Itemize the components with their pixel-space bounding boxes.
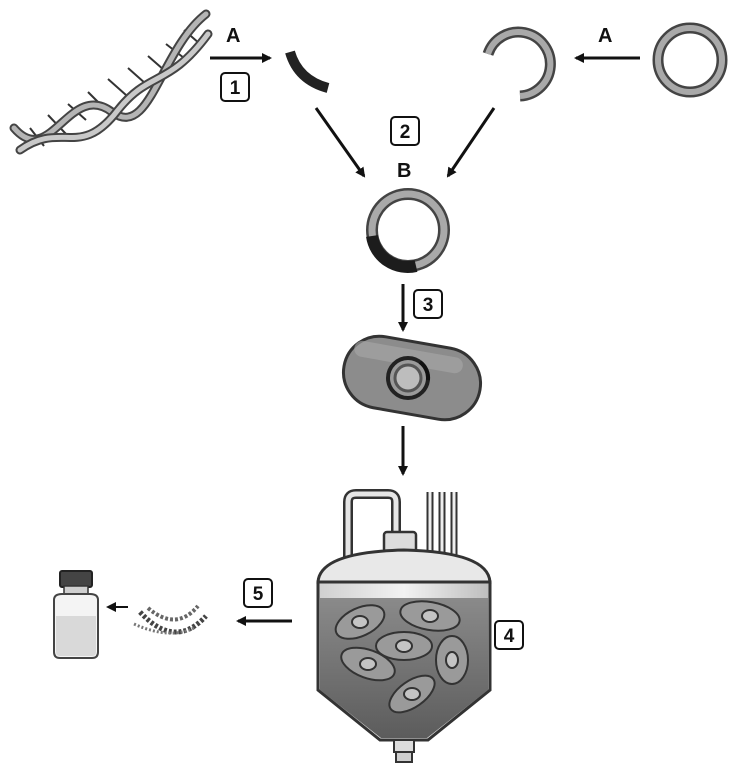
- bacterium-icon: [342, 334, 482, 422]
- svg-text:2: 2: [400, 122, 411, 143]
- step-4-badge: 4: [494, 620, 524, 650]
- vial-icon: [53, 570, 99, 659]
- step-2-badge: 2: [390, 116, 420, 146]
- recombinant-plasmid-icon: [366, 188, 450, 273]
- svg-text:1: 1: [230, 78, 241, 99]
- step-3-badge: 3: [413, 289, 443, 319]
- svg-text:5: 5: [253, 584, 264, 605]
- dna-helix-icon: [9, 9, 213, 155]
- svg-text:3: 3: [423, 295, 434, 316]
- enzyme-label-a-right: A: [598, 25, 612, 47]
- bioreactor-icon: [316, 489, 492, 763]
- step-1-badge: 1: [220, 72, 250, 102]
- protein-chain-icon: [133, 604, 208, 635]
- svg-text:4: 4: [504, 626, 515, 647]
- arrow-plasmid-to-recombinant: [446, 107, 496, 178]
- ligase-label-b: B: [397, 160, 411, 182]
- step-5-badge: 5: [243, 578, 273, 608]
- arrow-gene-to-recombinant: [314, 107, 366, 178]
- gene-fragment-icon: [285, 50, 330, 93]
- enzyme-label-a-left: A: [226, 25, 240, 47]
